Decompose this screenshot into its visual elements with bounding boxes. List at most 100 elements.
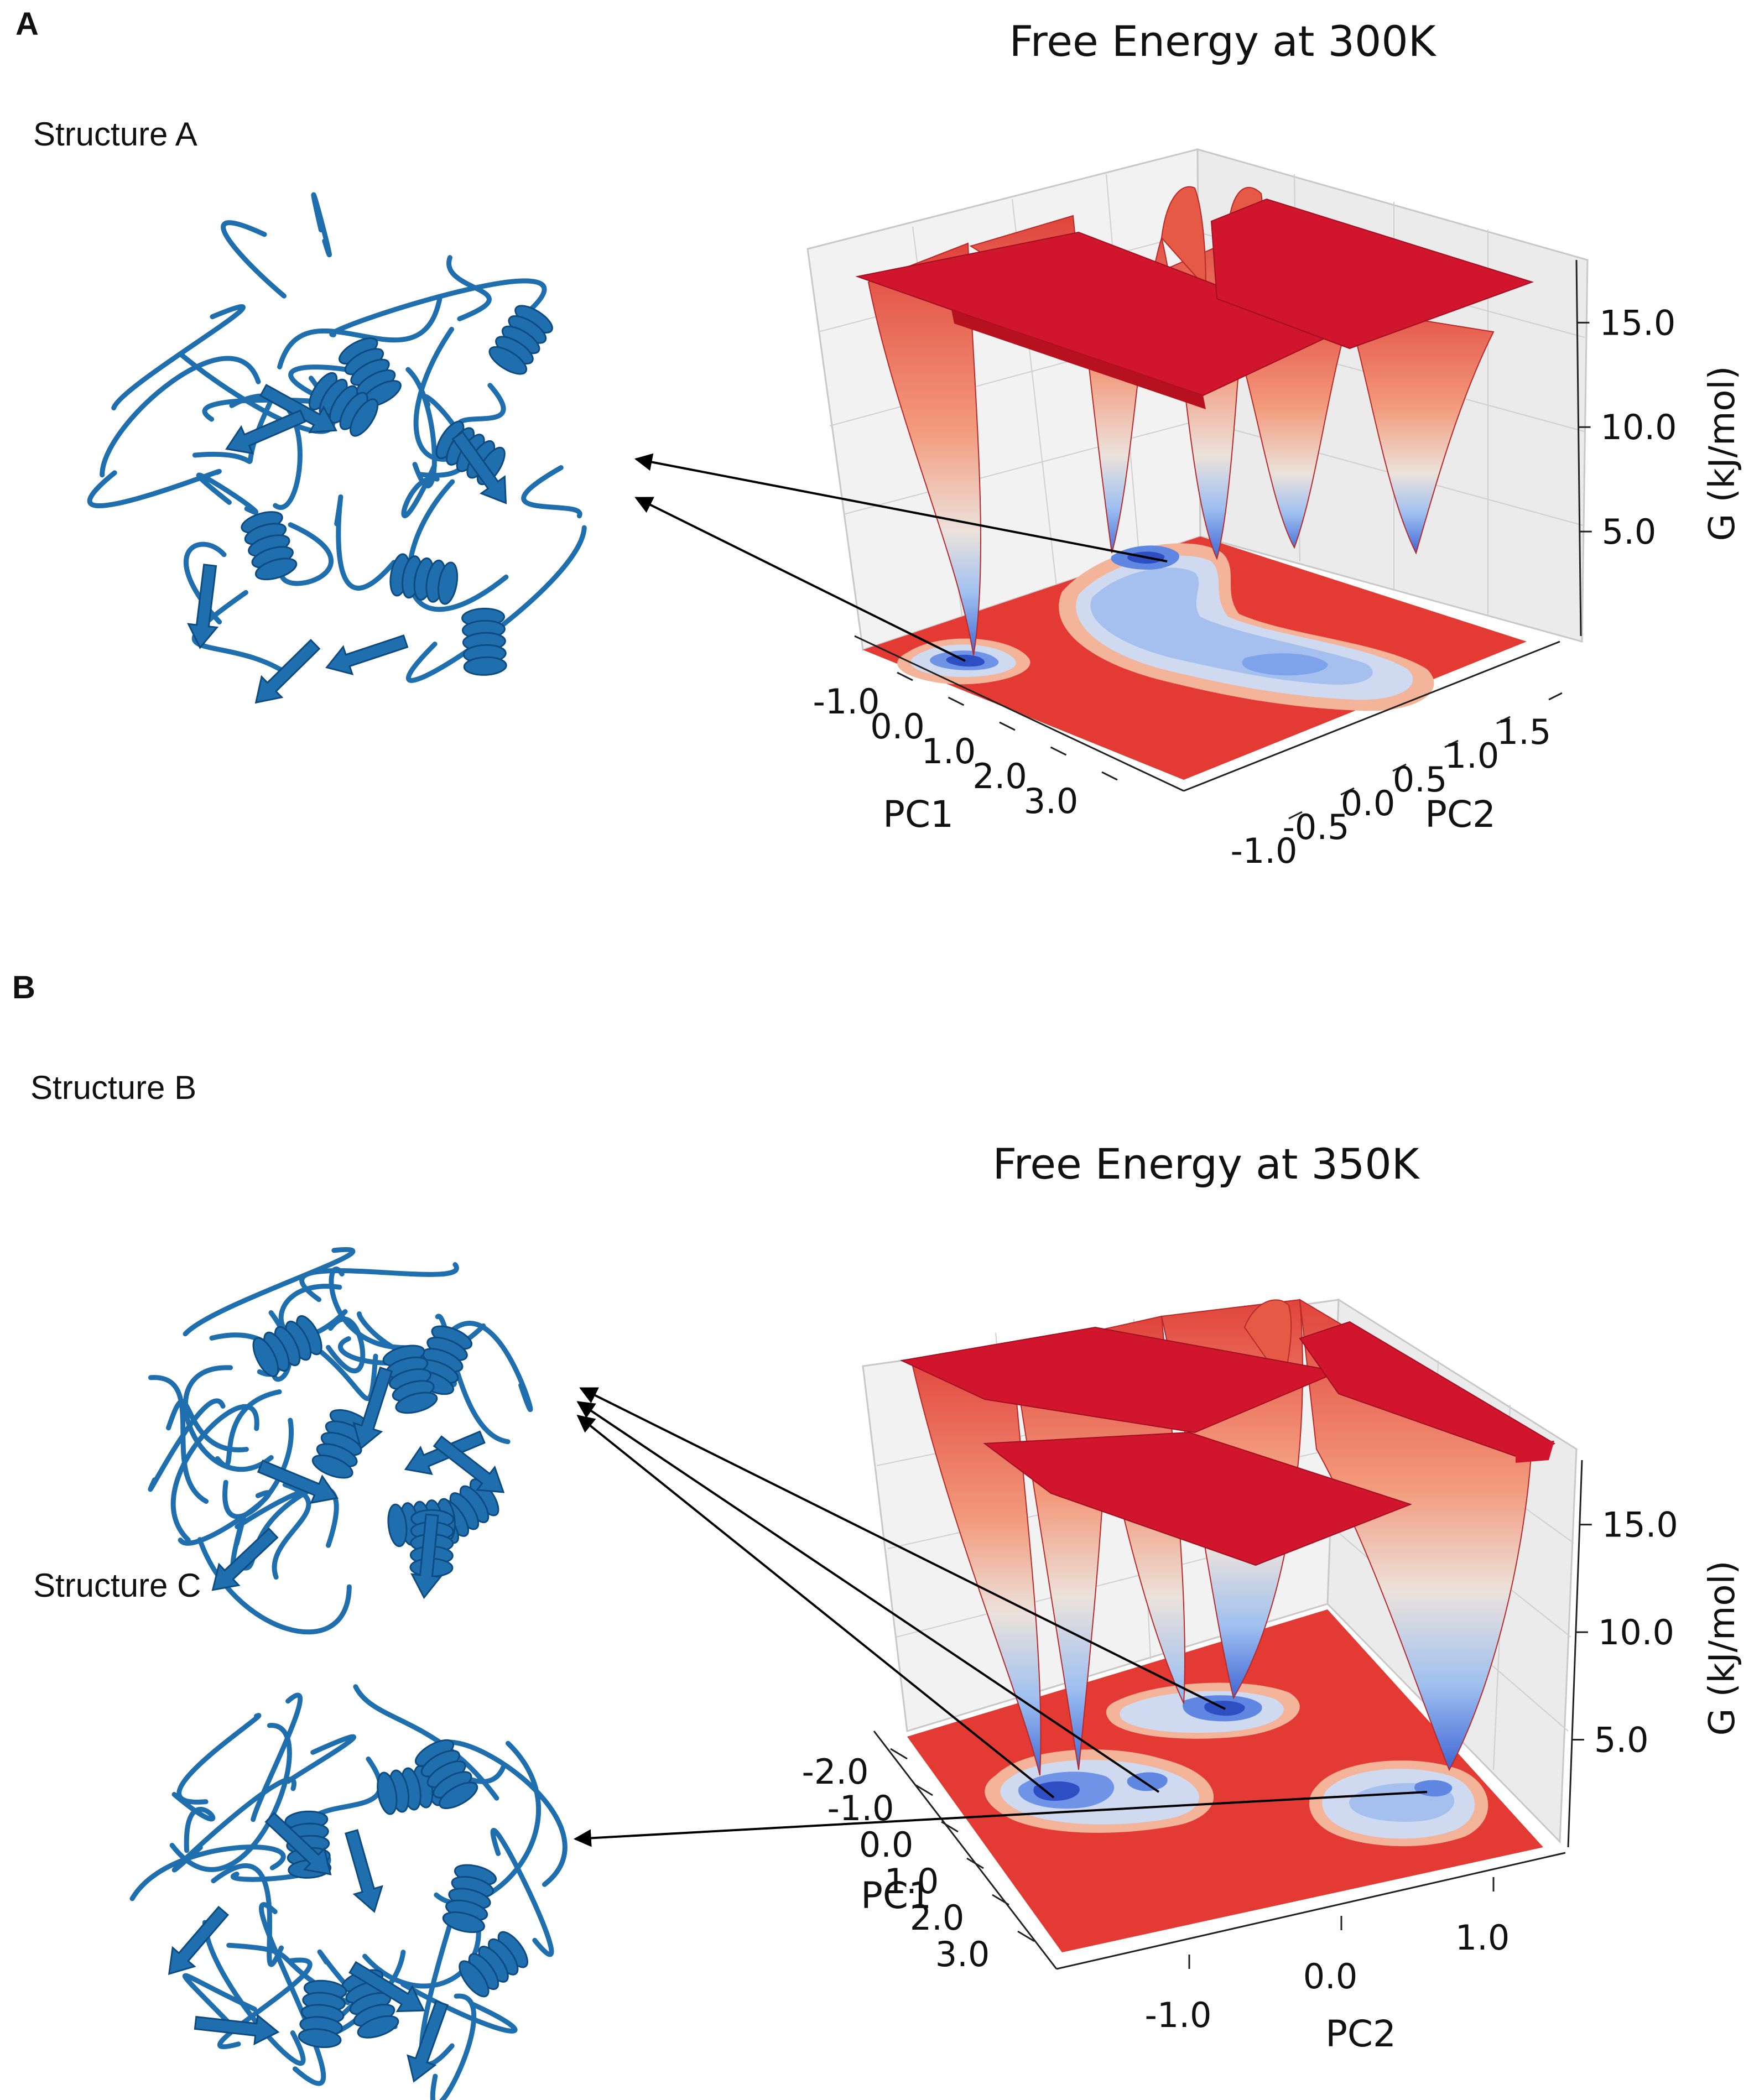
protein-structure-c [129,1684,568,2100]
coil-segment [279,522,334,586]
coil-segment [215,1389,282,1468]
pc1-tick-label: -2.0 [802,1752,869,1792]
coil-segment [319,1349,378,1401]
beta-strand [325,634,409,675]
pc2-axis-line [1183,640,1560,792]
coil-segment [311,192,332,258]
arrow-b2 [576,1401,1160,1793]
pc2-tick-label: 0.0 [1303,1956,1358,1997]
pc2-tick-label: 0.5 [1393,759,1448,800]
coil-segment [217,1957,313,2050]
chart-title-350k: Free Energy at 350K [992,1139,1419,1189]
beta-strand [348,1961,425,2013]
pc2-tick [1496,716,1511,725]
beta-strand [257,1460,339,1504]
coil-segment [148,1398,226,1492]
pc2-tick [1444,739,1459,748]
axis-ticks-350k: -2.0-1.00.01.02.03.0-1.00.01.05.010.015.… [802,1505,1743,2055]
helix [414,1739,478,1810]
coil-segment [456,383,506,432]
pc2-tick-label: 1.0 [1445,736,1500,776]
pc1-tick-label: 1.0 [884,1861,939,1901]
pc2-axis-title: PC2 [1325,2013,1396,2055]
g-tick-label: 10.0 [1598,1612,1674,1653]
pc2-tick [1288,811,1303,820]
pc1-tick [897,671,913,681]
pc1-axis-title: PC1 [861,1874,931,1917]
pc1-tick-label: 2.0 [972,756,1027,796]
pc1-tick-label: 3.0 [1024,781,1079,821]
chart-title-300k: Free Energy at 300K [1009,17,1436,66]
coil-segment [444,1321,533,1413]
pc1-tick-label: -1.0 [813,681,880,722]
helix [442,1864,497,1934]
beta-strand [187,564,219,649]
coil-segment [111,304,246,411]
helix [389,553,459,605]
pc2-tick [1340,787,1355,796]
coil-segment [183,1247,356,1337]
helix [488,305,553,375]
beta-strand [410,1513,443,1599]
arrow-a1 [634,453,1168,562]
pc1-tick [966,1857,984,1869]
protein-structure-b [148,1247,533,1635]
contour-floor [907,1609,1543,1952]
pc2-tick-label: 0.0 [1341,783,1396,824]
g-axis-title: G (kJ/mol) [1702,1561,1743,1736]
coil-segment [171,1792,216,1853]
beta-strand [211,1527,279,1591]
beta-strand [352,1366,393,1450]
g-tick-label: 15.0 [1602,1505,1678,1545]
pc1-tick [1101,771,1118,781]
beta-strand [254,639,321,704]
g-axis-title: G (kJ/mol) [1702,366,1743,541]
protein-structure-a [87,192,587,704]
pc2-tick-label: -1.0 [1145,1995,1212,2035]
pc1-tick-label: 1.0 [922,731,976,772]
g-tick-label: 5.0 [1602,512,1657,552]
pc1-axis-line [854,635,1184,792]
contour-basins [897,543,1434,711]
arrow-c1 [573,1791,1428,1847]
coil-segment [148,1375,209,1504]
coil-segment [401,463,440,518]
panel-letter-b: B [12,970,35,1005]
beta-strand [225,409,306,455]
coil-segment [490,1827,554,1957]
coil-segment [353,1684,499,1801]
beta-strand [264,1812,332,1875]
coil-segment [100,356,261,478]
structure-a-label: Structure A [33,116,197,153]
coil-segment [166,1399,249,1452]
beta-strand [194,2013,280,2046]
coil-segment [329,278,547,337]
arrow-b3 [576,1414,1055,1799]
pc1-tick [941,1821,959,1833]
pc1-tick [999,721,1016,731]
helix [309,372,379,437]
pc2-tick-label: 1.5 [1497,712,1552,752]
pc1-axis-title: PC1 [883,793,954,836]
pc1-tick-label: 3.0 [935,1934,990,1974]
pc1-tick [992,1894,1009,1906]
coil-segment [334,494,397,591]
helix [339,337,402,408]
coil-segment [277,295,443,369]
beta-strand [433,1435,505,1493]
helix [382,1345,438,1414]
helix [252,1315,322,1377]
beta-strand [345,1829,383,1913]
coil-segment [329,1267,415,1350]
energy-plateau [855,198,1534,409]
axis-ticks-300k: -1.00.01.02.03.0-1.0-0.50.00.51.01.55.01… [813,303,1743,871]
annotation-arrows [573,453,1428,1847]
coil-segment [299,1262,459,1302]
coil-segment [446,255,492,321]
free-energy-surface-350k: -2.0-1.00.01.02.03.0-1.00.01.05.010.015.… [802,1298,1743,2055]
beta-strand [407,2000,449,2083]
pc1-tick [1017,1930,1035,1942]
free-energy-surface-300k: -1.00.01.02.03.0-1.0-0.50.00.51.01.55.01… [806,148,1743,871]
pc2-tick-label: -0.5 [1283,807,1350,847]
